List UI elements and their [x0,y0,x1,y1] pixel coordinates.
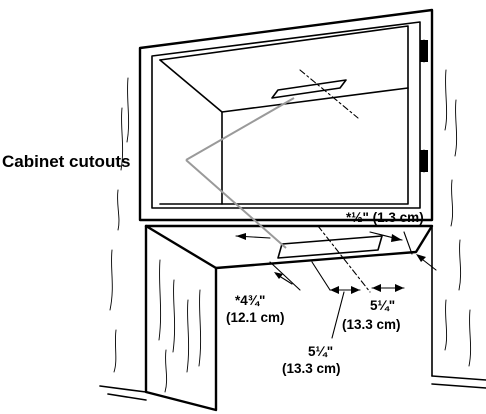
cabinet-cutouts-label: Cabinet cutouts [2,152,130,171]
dimension-lines [235,231,437,339]
wall-cabinet [138,8,434,222]
callout-leaders [185,97,295,249]
center-five-quarter-dimension-label: 5¼" [308,344,333,359]
half-inch-dimension-label: *½" (1.3 cm) [346,210,424,225]
three-quarter-dimension-label: *4¾" [235,293,265,308]
upper-cabinet-cutout [271,69,359,119]
wall-texture [109,69,472,373]
right-five-quarter-dimension-label: 5¼" [370,298,395,313]
lower-cabinet-cutout [277,225,383,293]
base-cabinet [99,224,486,412]
right-five-quarter-metric-label: (13.3 cm) [342,317,401,332]
three-quarter-metric-label: (12.1 cm) [226,310,285,325]
center-five-quarter-metric-label: (13.3 cm) [282,361,341,376]
